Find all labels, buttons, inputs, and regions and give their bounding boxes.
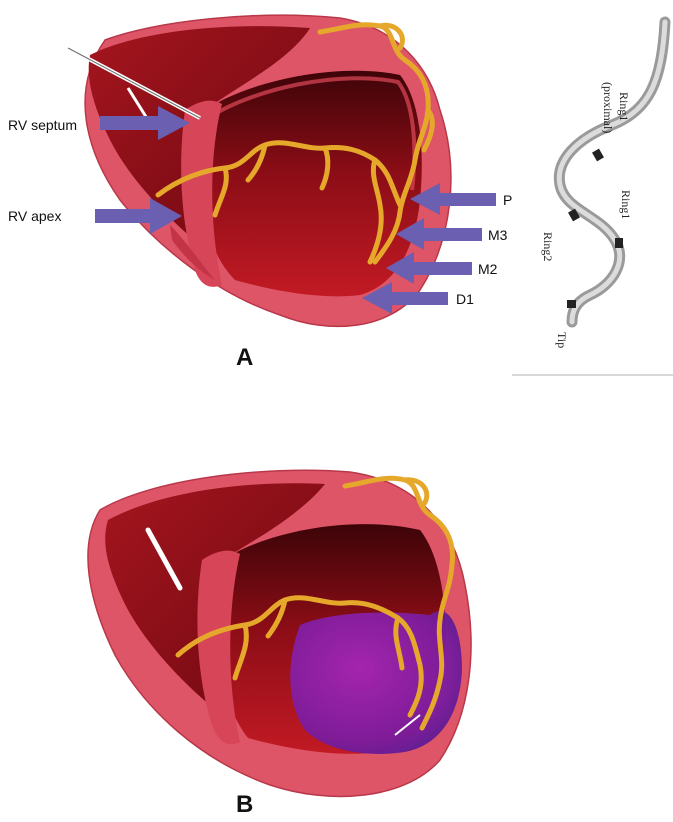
panel-letter-b: B xyxy=(236,791,253,818)
ring1-marker xyxy=(615,238,623,248)
lead-label-tip: Tip xyxy=(555,332,569,348)
label-rv-apex: RV apex xyxy=(8,208,61,224)
infarct-region xyxy=(290,611,462,754)
lead-label-ring1-proximal: Ring1 xyxy=(617,92,631,121)
panel-letter-a: A xyxy=(236,344,253,371)
label-m3: M3 xyxy=(488,227,508,243)
label-rv-septum: RV septum xyxy=(8,117,77,133)
label-m2: M2 xyxy=(478,261,498,277)
lead-label-ring1: Ring1 xyxy=(619,190,633,219)
heart-diagram-a xyxy=(68,15,451,326)
label-p: P xyxy=(503,192,512,208)
tip-marker xyxy=(567,300,576,308)
pacing-lead-photo: Ring1 (proximal) Ring1 Ring2 Tip xyxy=(512,10,673,375)
lead-label-ring2: Ring2 xyxy=(541,232,555,261)
heart-diagram-b xyxy=(88,470,471,796)
lead-label-proximal: (proximal) xyxy=(601,82,615,133)
label-d1: D1 xyxy=(456,291,474,307)
